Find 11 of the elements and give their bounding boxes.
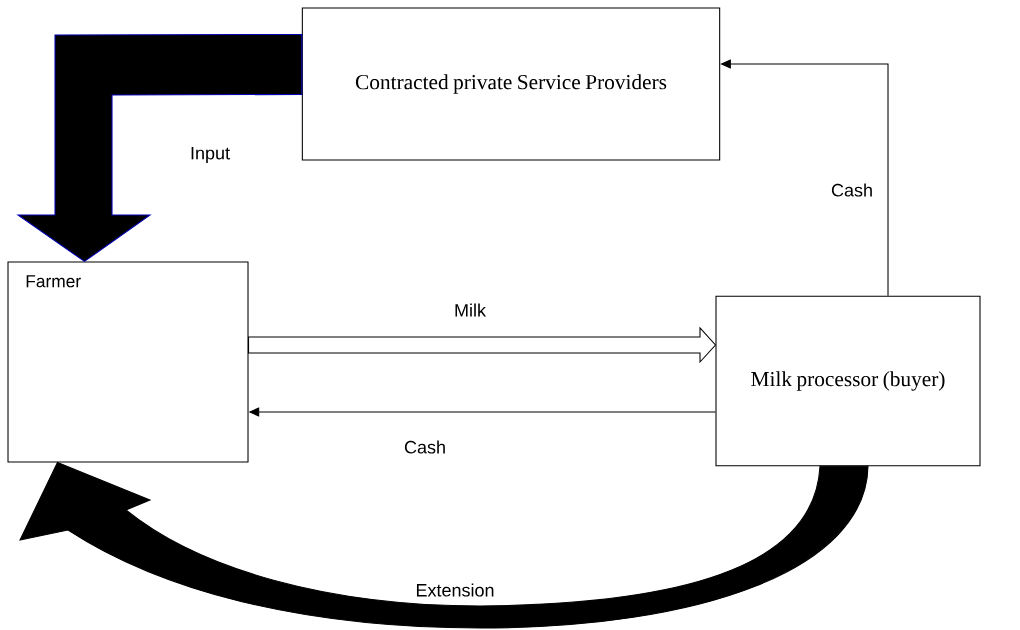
thick-arrow bbox=[16, 33, 303, 263]
process-box: Milk processor (buyer) bbox=[715, 295, 981, 467]
edge-label: Input bbox=[191, 146, 230, 164]
edge-label: Extension bbox=[416, 583, 494, 597]
process-box: Contracted private Service Providers bbox=[301, 7, 721, 161]
thick-arrow bbox=[19, 462, 869, 629]
edge-label: Cash bbox=[404, 440, 445, 454]
process-box: Farmer bbox=[7, 261, 249, 463]
edge-label: Cash bbox=[831, 183, 872, 197]
hollow-arrow bbox=[248, 326, 717, 364]
edge-label: Milk bbox=[455, 303, 487, 317]
